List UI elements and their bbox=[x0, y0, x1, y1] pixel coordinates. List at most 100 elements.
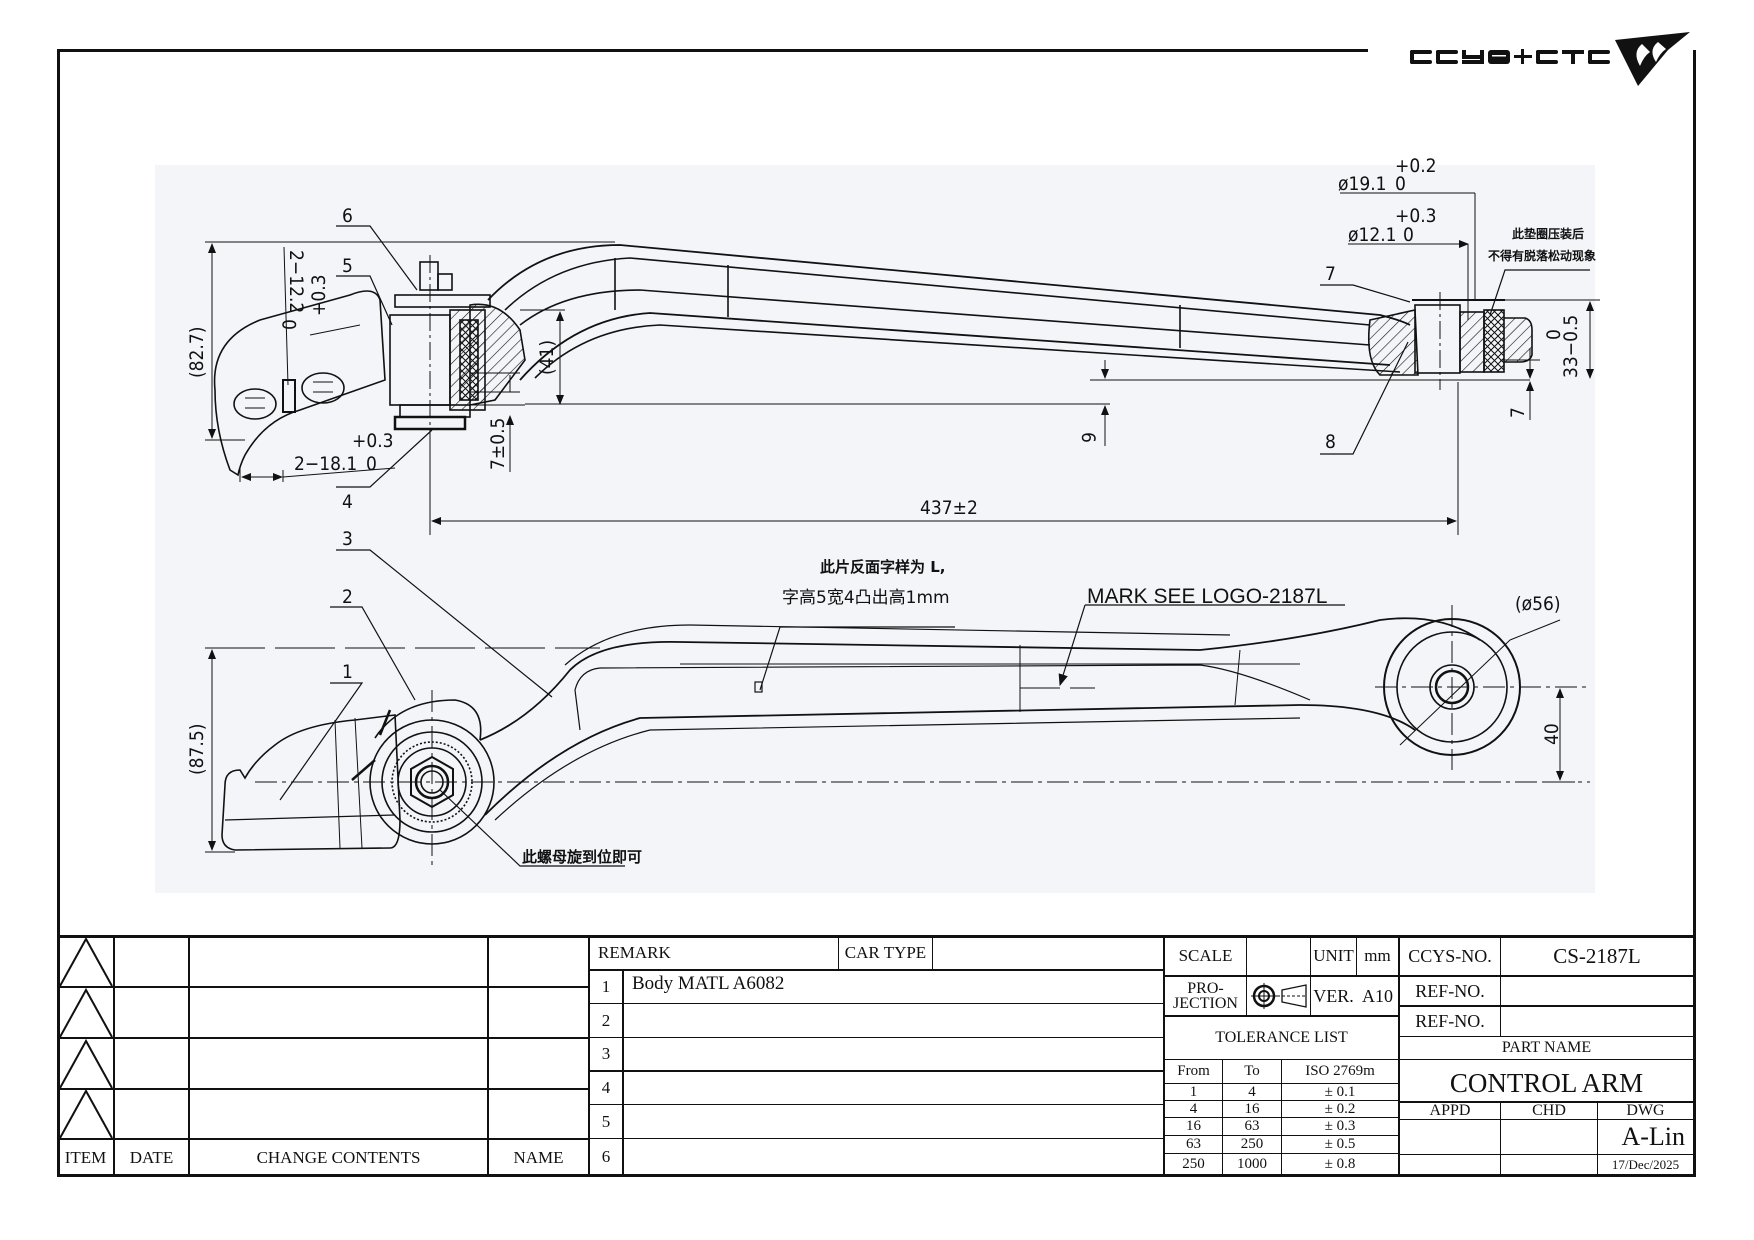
revision-triangle-icon bbox=[59, 1088, 113, 1139]
dim-offset-7: 7±0.5 bbox=[487, 418, 509, 470]
dim-hole-12-tol-lower: 0 bbox=[279, 319, 301, 330]
dim-dia-12-tol-lower: 0 bbox=[1403, 224, 1414, 246]
revision-header-date: DATE bbox=[129, 1147, 174, 1167]
tolerance-from: 16 bbox=[1186, 1118, 1201, 1134]
revision-row-1-date[interactable] bbox=[115, 938, 188, 986]
tolerance-to: 16 bbox=[1244, 1100, 1260, 1117]
car-type-value[interactable] bbox=[933, 937, 1163, 969]
frame-border-bottom bbox=[57, 1174, 1696, 1177]
balloon-2: 2 bbox=[342, 586, 353, 608]
arm-side-lower bbox=[484, 704, 1416, 816]
dim-hole-18: 2−18.1 bbox=[294, 453, 357, 475]
washer-note-line-1: 此垫圈压装后 bbox=[1512, 226, 1584, 241]
dim-dia-12: ø12.1 bbox=[1348, 224, 1397, 246]
remark-row-text[interactable] bbox=[624, 1072, 1163, 1104]
revision-row-2-date[interactable] bbox=[115, 988, 188, 1037]
tolerance-to: 1000 bbox=[1237, 1155, 1267, 1172]
remark-row-number: 1 bbox=[601, 977, 611, 996]
dwg-label: DWG bbox=[1626, 1102, 1665, 1119]
revision-header-change: CHANGE CONTENTS bbox=[256, 1147, 421, 1167]
revision-row-3-date[interactable] bbox=[115, 1039, 188, 1088]
revision-triangle-icon bbox=[59, 987, 113, 1038]
title-block-top-line bbox=[57, 935, 1696, 938]
ref-no-1-value[interactable] bbox=[1501, 977, 1693, 1005]
dim-overall-height-top: (82.7) bbox=[186, 327, 208, 378]
revision-row-1-name[interactable] bbox=[489, 938, 588, 986]
dim-bush-width-tol: 0 bbox=[1543, 329, 1565, 340]
dwg-value: A-Lin bbox=[1621, 1122, 1685, 1151]
balloon-8: 8 bbox=[1325, 431, 1336, 453]
balloon-5: 5 bbox=[342, 255, 353, 277]
nut-note: 此螺母旋到位即可 bbox=[522, 848, 642, 866]
chd-value[interactable] bbox=[1501, 1120, 1597, 1154]
remark-row-text[interactable] bbox=[624, 1004, 1163, 1037]
revision-triangle-icon bbox=[59, 936, 113, 987]
dim-right-7: 7 bbox=[1507, 407, 1529, 418]
balloon-4: 4 bbox=[342, 491, 353, 513]
tolerance-value: ± 0.2 bbox=[1324, 1100, 1356, 1117]
ver-value: A10 bbox=[1362, 985, 1393, 1006]
revision-row-3-change[interactable] bbox=[190, 1039, 487, 1088]
tolerance-to: 250 bbox=[1240, 1136, 1264, 1152]
technical-drawing: 6 5 4 7 8 (82.7) 2−12.2 +0.3 0 2−18.1 +0… bbox=[186, 155, 1600, 870]
tolerance-to: 63 bbox=[1244, 1118, 1260, 1134]
mark-note: MARK SEE LOGO-2187L bbox=[1087, 585, 1327, 608]
remark-row-number: 3 bbox=[601, 1044, 611, 1063]
arm-outline-lower bbox=[519, 312, 1391, 381]
dim-offset-41: (41) bbox=[536, 340, 558, 375]
remark-row-text[interactable] bbox=[624, 1105, 1163, 1138]
dim-eye-dia: (ø56) bbox=[1515, 593, 1561, 615]
remark-row-number: 5 bbox=[601, 1111, 611, 1131]
tolerance-title: TOLERANCE LIST bbox=[1215, 1029, 1348, 1046]
revision-row-4-name[interactable] bbox=[489, 1090, 588, 1138]
tolerance-to: 4 bbox=[1248, 1083, 1256, 1100]
scale-value[interactable] bbox=[1247, 937, 1310, 975]
bracket-side bbox=[221, 714, 401, 851]
revision-triangles bbox=[59, 936, 113, 1139]
remark-row-number: 2 bbox=[601, 1010, 611, 1030]
part-name-label: PART NAME bbox=[1501, 1039, 1592, 1056]
ref-no-1-label: REF-NO. bbox=[1415, 980, 1485, 1001]
balloon-6: 6 bbox=[342, 205, 353, 227]
dim-hole-12: 2−12.2 bbox=[285, 250, 307, 313]
arm-side-upper bbox=[479, 617, 1481, 741]
projection-label: PRO- JECTION bbox=[1165, 977, 1246, 1015]
revision-row-4-date[interactable] bbox=[115, 1090, 188, 1138]
tolerance-from: 63 bbox=[1186, 1136, 1201, 1152]
ref-no-2-label: REF-NO. bbox=[1415, 1011, 1485, 1031]
company-logo bbox=[1410, 32, 1690, 86]
revision-row-3-name[interactable] bbox=[489, 1039, 588, 1088]
unit-value: mm bbox=[1364, 946, 1391, 965]
tolerance-from: 4 bbox=[1189, 1100, 1198, 1117]
bush-cap-2 bbox=[374, 699, 482, 741]
dim-dia-12-tol-upper: +0.3 bbox=[1395, 205, 1437, 227]
car-type-label: CAR TYPE bbox=[844, 943, 927, 962]
ref-no-2-value[interactable] bbox=[1501, 1007, 1693, 1036]
ver-label: VER. bbox=[1313, 985, 1354, 1006]
dim-hole-12-tol-upper: +0.3 bbox=[308, 275, 330, 317]
revision-row-2-change[interactable] bbox=[190, 988, 487, 1037]
revision-row-1-change[interactable] bbox=[190, 938, 487, 986]
top-view-labels: 6 5 4 7 8 (82.7) 2−12.2 +0.3 0 2−18.1 +0… bbox=[186, 155, 1596, 519]
chd-label: CHD bbox=[1532, 1102, 1566, 1119]
scale-label: SCALE bbox=[1178, 946, 1233, 965]
tolerance-value: ± 0.5 bbox=[1324, 1136, 1356, 1152]
tolerance-from: 250 bbox=[1182, 1155, 1205, 1172]
appd-value[interactable] bbox=[1400, 1120, 1500, 1154]
revision-header-name: NAME bbox=[513, 1147, 564, 1167]
revision-row-4-change[interactable] bbox=[190, 1090, 487, 1138]
tolerance-from: 1 bbox=[1189, 1083, 1198, 1100]
emboss-note-line-1: 此片反面字样为 L, bbox=[820, 558, 945, 576]
projection-label-line-1: PRO- bbox=[1187, 980, 1224, 997]
ccys-no-label: CCYS-NO. bbox=[1408, 945, 1492, 966]
bolt-head bbox=[419, 261, 439, 291]
tolerance-value: ± 0.8 bbox=[1324, 1155, 1356, 1172]
side-view bbox=[205, 549, 1590, 870]
tolerance-header-std: ISO 2769m bbox=[1305, 1063, 1375, 1079]
revision-row-2-name[interactable] bbox=[489, 988, 588, 1037]
slot-hole-2 bbox=[301, 372, 345, 404]
remark-row-text[interactable] bbox=[624, 1139, 1163, 1175]
remark-row-text[interactable] bbox=[624, 1038, 1163, 1070]
remark-row-text[interactable]: Body MATL A6082 bbox=[632, 973, 785, 994]
dim-dia-19-tol-lower: 0 bbox=[1395, 173, 1406, 195]
